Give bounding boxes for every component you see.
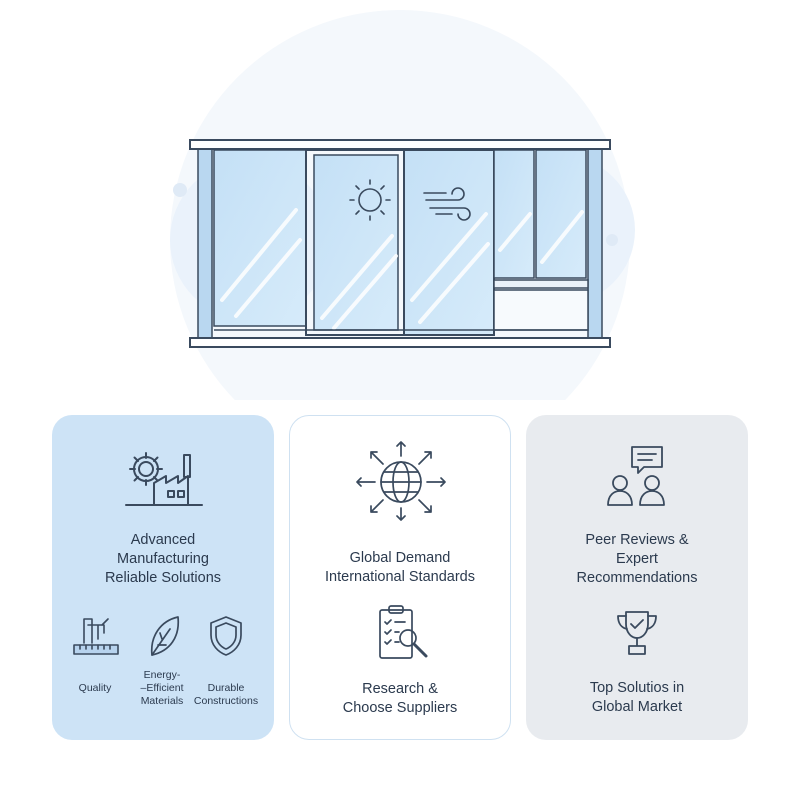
- gear-factory-icon: [125, 452, 203, 506]
- wind-icon: [423, 187, 471, 221]
- card-reviews: Peer Reviews & Expert Recommendations To…: [526, 415, 748, 740]
- card-1-line-3: Reliable Solutions: [104, 570, 222, 586]
- leaf-icon: [150, 616, 180, 656]
- card-2-heading: Global Demand International Standards: [290, 549, 510, 587]
- card-2-line-2: International Standards: [325, 569, 475, 585]
- card-2-subheading: Research & Choose Suppliers: [290, 680, 510, 718]
- card-3-heading: Peer Reviews & Expert Recommendations: [526, 531, 748, 588]
- shield-icon: [210, 616, 242, 656]
- card-3-subheading: Top Solutios in Global Market: [526, 679, 748, 717]
- ruler-caliper-icon: [73, 618, 119, 655]
- card-3-line-3: Recommendations: [576, 570, 698, 586]
- card-2-line-1: Global Demand: [349, 550, 451, 566]
- sun-icon: [349, 179, 391, 221]
- card-2-line-4: Choose Suppliers: [342, 700, 458, 716]
- checklist-magnifier-icon: [379, 605, 428, 659]
- card-1-line-1: Advanced: [130, 532, 196, 548]
- feature-energy-line-3: Materials: [140, 695, 184, 707]
- feature-durable: Durable Constructions: [186, 682, 266, 708]
- card-2-line-3: Research &: [362, 681, 438, 697]
- card-3-line-2: Expert: [616, 551, 658, 567]
- feature-quality-label: Quality: [78, 682, 112, 694]
- card-manufacturing: Advanced Manufacturing Reliable Solution…: [52, 415, 274, 740]
- card-global: Global Demand International Standards Re…: [289, 415, 511, 740]
- feature-energy-line-2: –Efficient: [140, 682, 184, 694]
- people-chat-icon: [607, 446, 665, 506]
- feature-durable-line-2: Constructions: [193, 695, 259, 707]
- feature-quality: Quality: [55, 682, 135, 695]
- window-illustration: [170, 10, 635, 400]
- card-3-line-4: Top Solutios in: [589, 680, 685, 696]
- feature-energy-line-1: Energy-: [143, 669, 181, 681]
- card-1-line-2: Manufacturing: [117, 551, 209, 567]
- card-1-heading: Advanced Manufacturing Reliable Solution…: [52, 531, 274, 588]
- feature-energy: Energy- –Efficient Materials: [122, 669, 202, 708]
- trophy-icon: [617, 611, 657, 655]
- feature-durable-line-1: Durable: [207, 682, 245, 694]
- card-3-line-5: Global Market: [591, 699, 683, 715]
- globe-arrows-icon: [356, 441, 446, 521]
- card-3-line-1: Peer Reviews &: [585, 532, 689, 548]
